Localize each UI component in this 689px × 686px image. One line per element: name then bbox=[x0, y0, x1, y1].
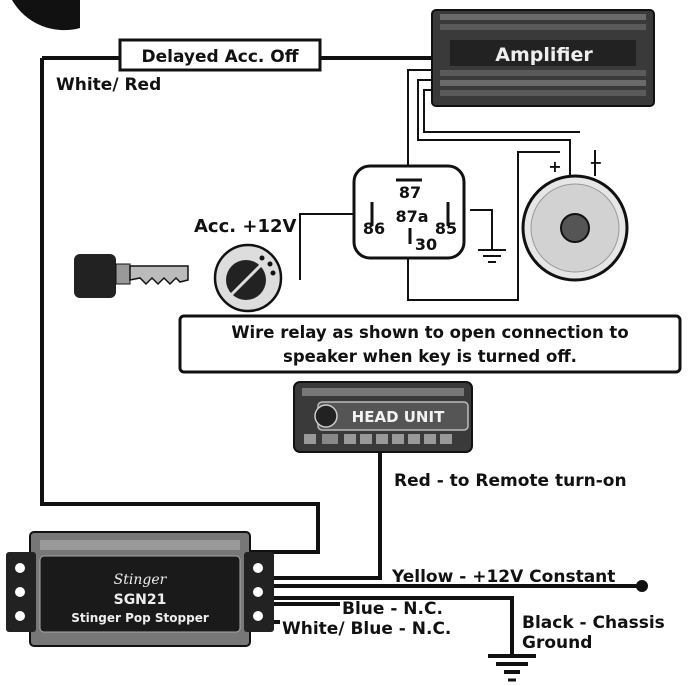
amplifier-label: Amplifier bbox=[495, 44, 593, 66]
speaker-minus-label: − bbox=[589, 153, 602, 172]
pop-stopper-module-icon bbox=[6, 531, 274, 647]
relay-ground-icon bbox=[478, 249, 506, 263]
model-label: SGN21 bbox=[114, 592, 167, 608]
blue-label: Blue - N.C. bbox=[342, 599, 443, 619]
white-blue-label: White/ Blue - N.C. bbox=[282, 619, 451, 639]
black-ground-wire bbox=[250, 596, 514, 656]
speaker-icon bbox=[521, 174, 629, 282]
white-red-label: White/ Red bbox=[56, 75, 161, 95]
black-chassis-label-2: Ground bbox=[522, 633, 592, 653]
yellow-terminal bbox=[636, 580, 648, 592]
note-box bbox=[178, 314, 682, 374]
relay-87-label: 87 bbox=[399, 183, 421, 202]
key-icon bbox=[74, 254, 189, 298]
corner-badge bbox=[12, 0, 80, 31]
relay-icon bbox=[352, 164, 466, 260]
relay-87a-label: 87a bbox=[395, 207, 428, 226]
brand-label: Stinger bbox=[114, 572, 168, 588]
delayed-acc-off-label: Delayed Acc. Off bbox=[141, 47, 298, 67]
yellow-label: Yellow - +12V Constant bbox=[391, 567, 615, 587]
note-line-2: speaker when key is turned off. bbox=[283, 347, 577, 366]
product-label: Stinger Pop Stopper bbox=[71, 611, 209, 625]
red-remote-wire bbox=[250, 448, 382, 580]
relay-85-label: 85 bbox=[435, 219, 457, 238]
amplifier-icon bbox=[431, 9, 655, 107]
acc-12v-label: Acc. +12V bbox=[194, 216, 297, 237]
relay-86-label: 86 bbox=[363, 219, 385, 238]
white-red-wire bbox=[40, 58, 320, 554]
note-line-1: Wire relay as shown to open connection t… bbox=[231, 323, 628, 342]
delayed-acc-off-box bbox=[118, 38, 322, 72]
ignition-switch-icon bbox=[213, 243, 283, 313]
relay-30-label: 30 bbox=[415, 235, 437, 254]
head-unit-icon bbox=[293, 381, 473, 453]
black-chassis-label-1: Black - Chassis bbox=[522, 613, 665, 633]
speaker-plus-label: + bbox=[548, 157, 561, 176]
ground-icon bbox=[488, 654, 536, 682]
head-unit-label: HEAD UNIT bbox=[352, 408, 445, 426]
red-remote-label: Red - to Remote turn-on bbox=[394, 471, 627, 491]
